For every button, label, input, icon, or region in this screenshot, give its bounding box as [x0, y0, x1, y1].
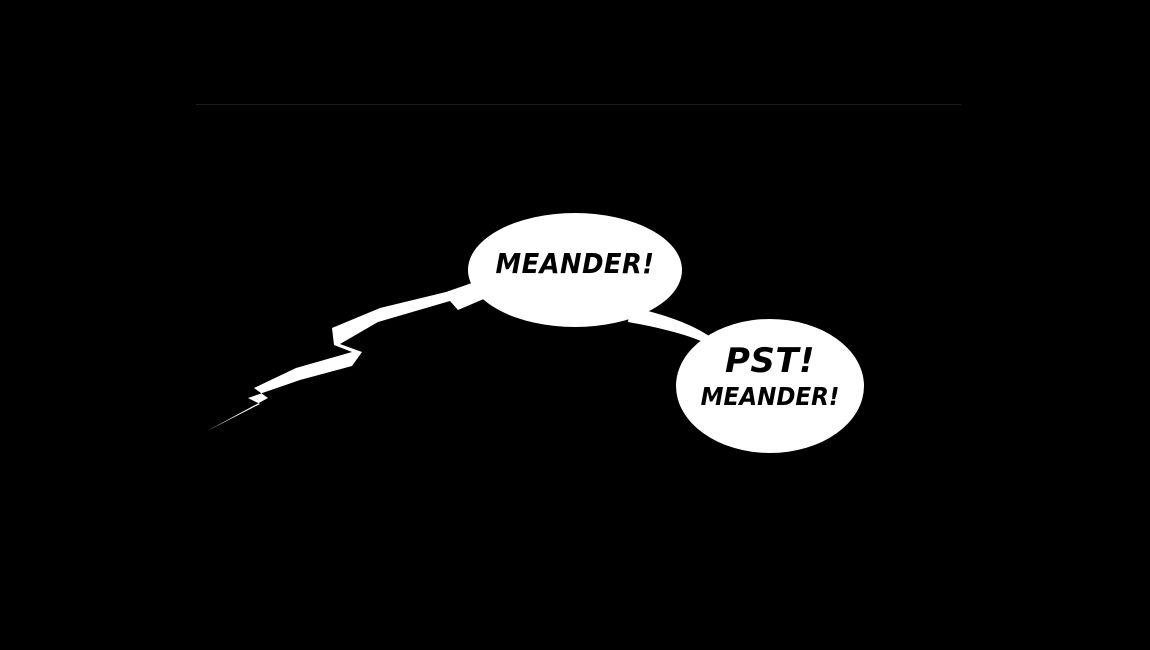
- balloon-2-text-line-2: MEANDER!: [700, 382, 840, 411]
- panel-border-line: [196, 104, 961, 105]
- balloon-tail-jagged: [207, 276, 500, 431]
- balloon-2-text-line-1: PST!: [724, 341, 816, 381]
- speech-balloon-2: [676, 319, 864, 453]
- balloon-connector: [628, 306, 716, 348]
- speech-balloon-1: [468, 213, 682, 327]
- balloon-1-text: MEANDER!: [495, 247, 655, 280]
